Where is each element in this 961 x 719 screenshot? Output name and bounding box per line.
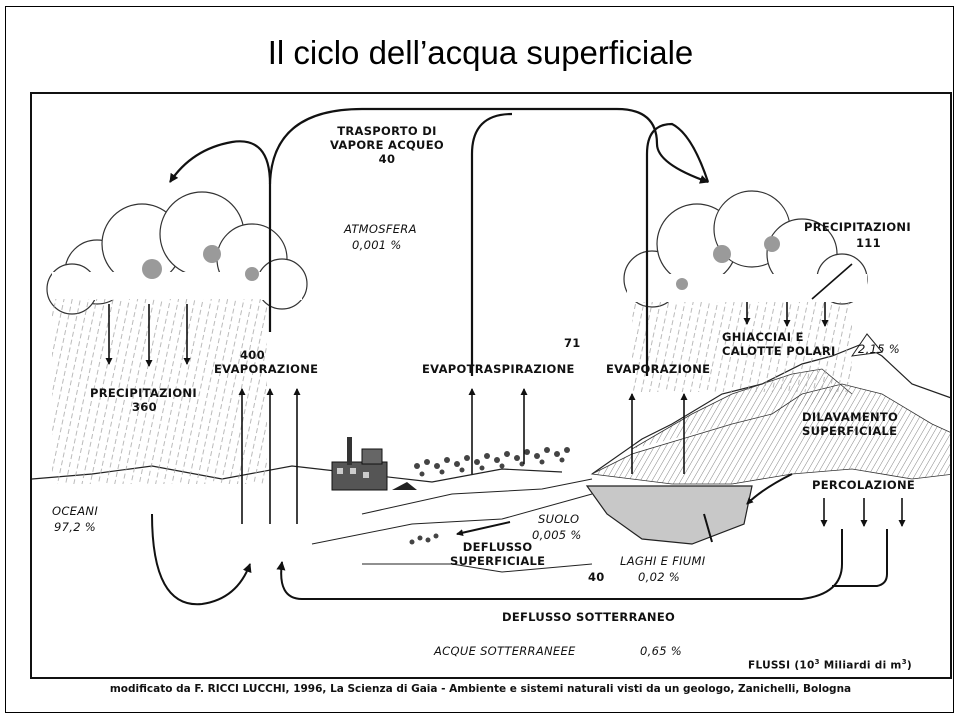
- value-precipitation-right: 111: [856, 236, 881, 250]
- label-groundwater: ACQUE SOTTERRANEEE: [434, 644, 576, 658]
- label-percolation: PERCOLAZIONE: [812, 478, 916, 492]
- lake: [585, 485, 753, 545]
- value-groundwater-pct: 0,65 %: [640, 644, 682, 658]
- precipitation-arrows: [105, 263, 853, 367]
- cloud-left: [46, 191, 308, 315]
- percolation-arrows: [820, 498, 906, 527]
- value-surface-runoff: 40: [588, 570, 605, 584]
- label-groundwater-flow: DEFLUSSO SOTTERRANEO: [502, 610, 676, 624]
- value-glaciers-pct: 2,15 %: [858, 342, 900, 356]
- label-evaporation-left: EVAPORAZIONE: [214, 362, 319, 376]
- label-flows-unit: FLUSSI (103 Miliardi di m3): [748, 658, 912, 672]
- label-precipitation-left: PRECIPITAZIONI: [90, 386, 197, 400]
- runoff-arrows: [151, 473, 888, 606]
- label-evapotranspiration: EVAPOTRASPIRAZIONE: [422, 362, 575, 376]
- label-soil: SUOLO: [538, 512, 580, 526]
- value-lakes-pct: 0,02 %: [638, 570, 680, 584]
- rain-right: [632, 302, 852, 392]
- value-evaporation-400: 400: [240, 348, 265, 362]
- label-precipitation-right: PRECIPITAZIONI: [804, 220, 911, 234]
- value-oceans-pct: 97,2 %: [54, 520, 96, 534]
- source-caption: modificato da F. RICCI LUCCHI, 1996, La …: [109, 683, 852, 695]
- value-precipitation-left: 360: [132, 400, 157, 414]
- vapor-transport-arrows: [169, 107, 710, 376]
- label-oceans: OCEANI: [52, 504, 99, 518]
- label-atmosphere: ATMOSFERA: [344, 222, 417, 236]
- cloud-right: [623, 190, 868, 308]
- label-evaporation-right: EVAPORAZIONE: [606, 362, 711, 376]
- value-71: 71: [564, 336, 581, 350]
- vegetation: [409, 447, 570, 545]
- rain-left: [52, 299, 267, 484]
- label-lakes-rivers: LAGHI E FIUMI: [620, 554, 706, 568]
- evaporation-arrows: [238, 388, 688, 524]
- water-cycle-illustration: [32, 107, 950, 677]
- value-atmosphere-pct: 0,001 %: [352, 238, 402, 252]
- factory: [331, 437, 417, 491]
- value-soil-pct: 0,005 %: [532, 528, 582, 542]
- slide-title: Il ciclo dell’acqua superficiale: [267, 34, 694, 71]
